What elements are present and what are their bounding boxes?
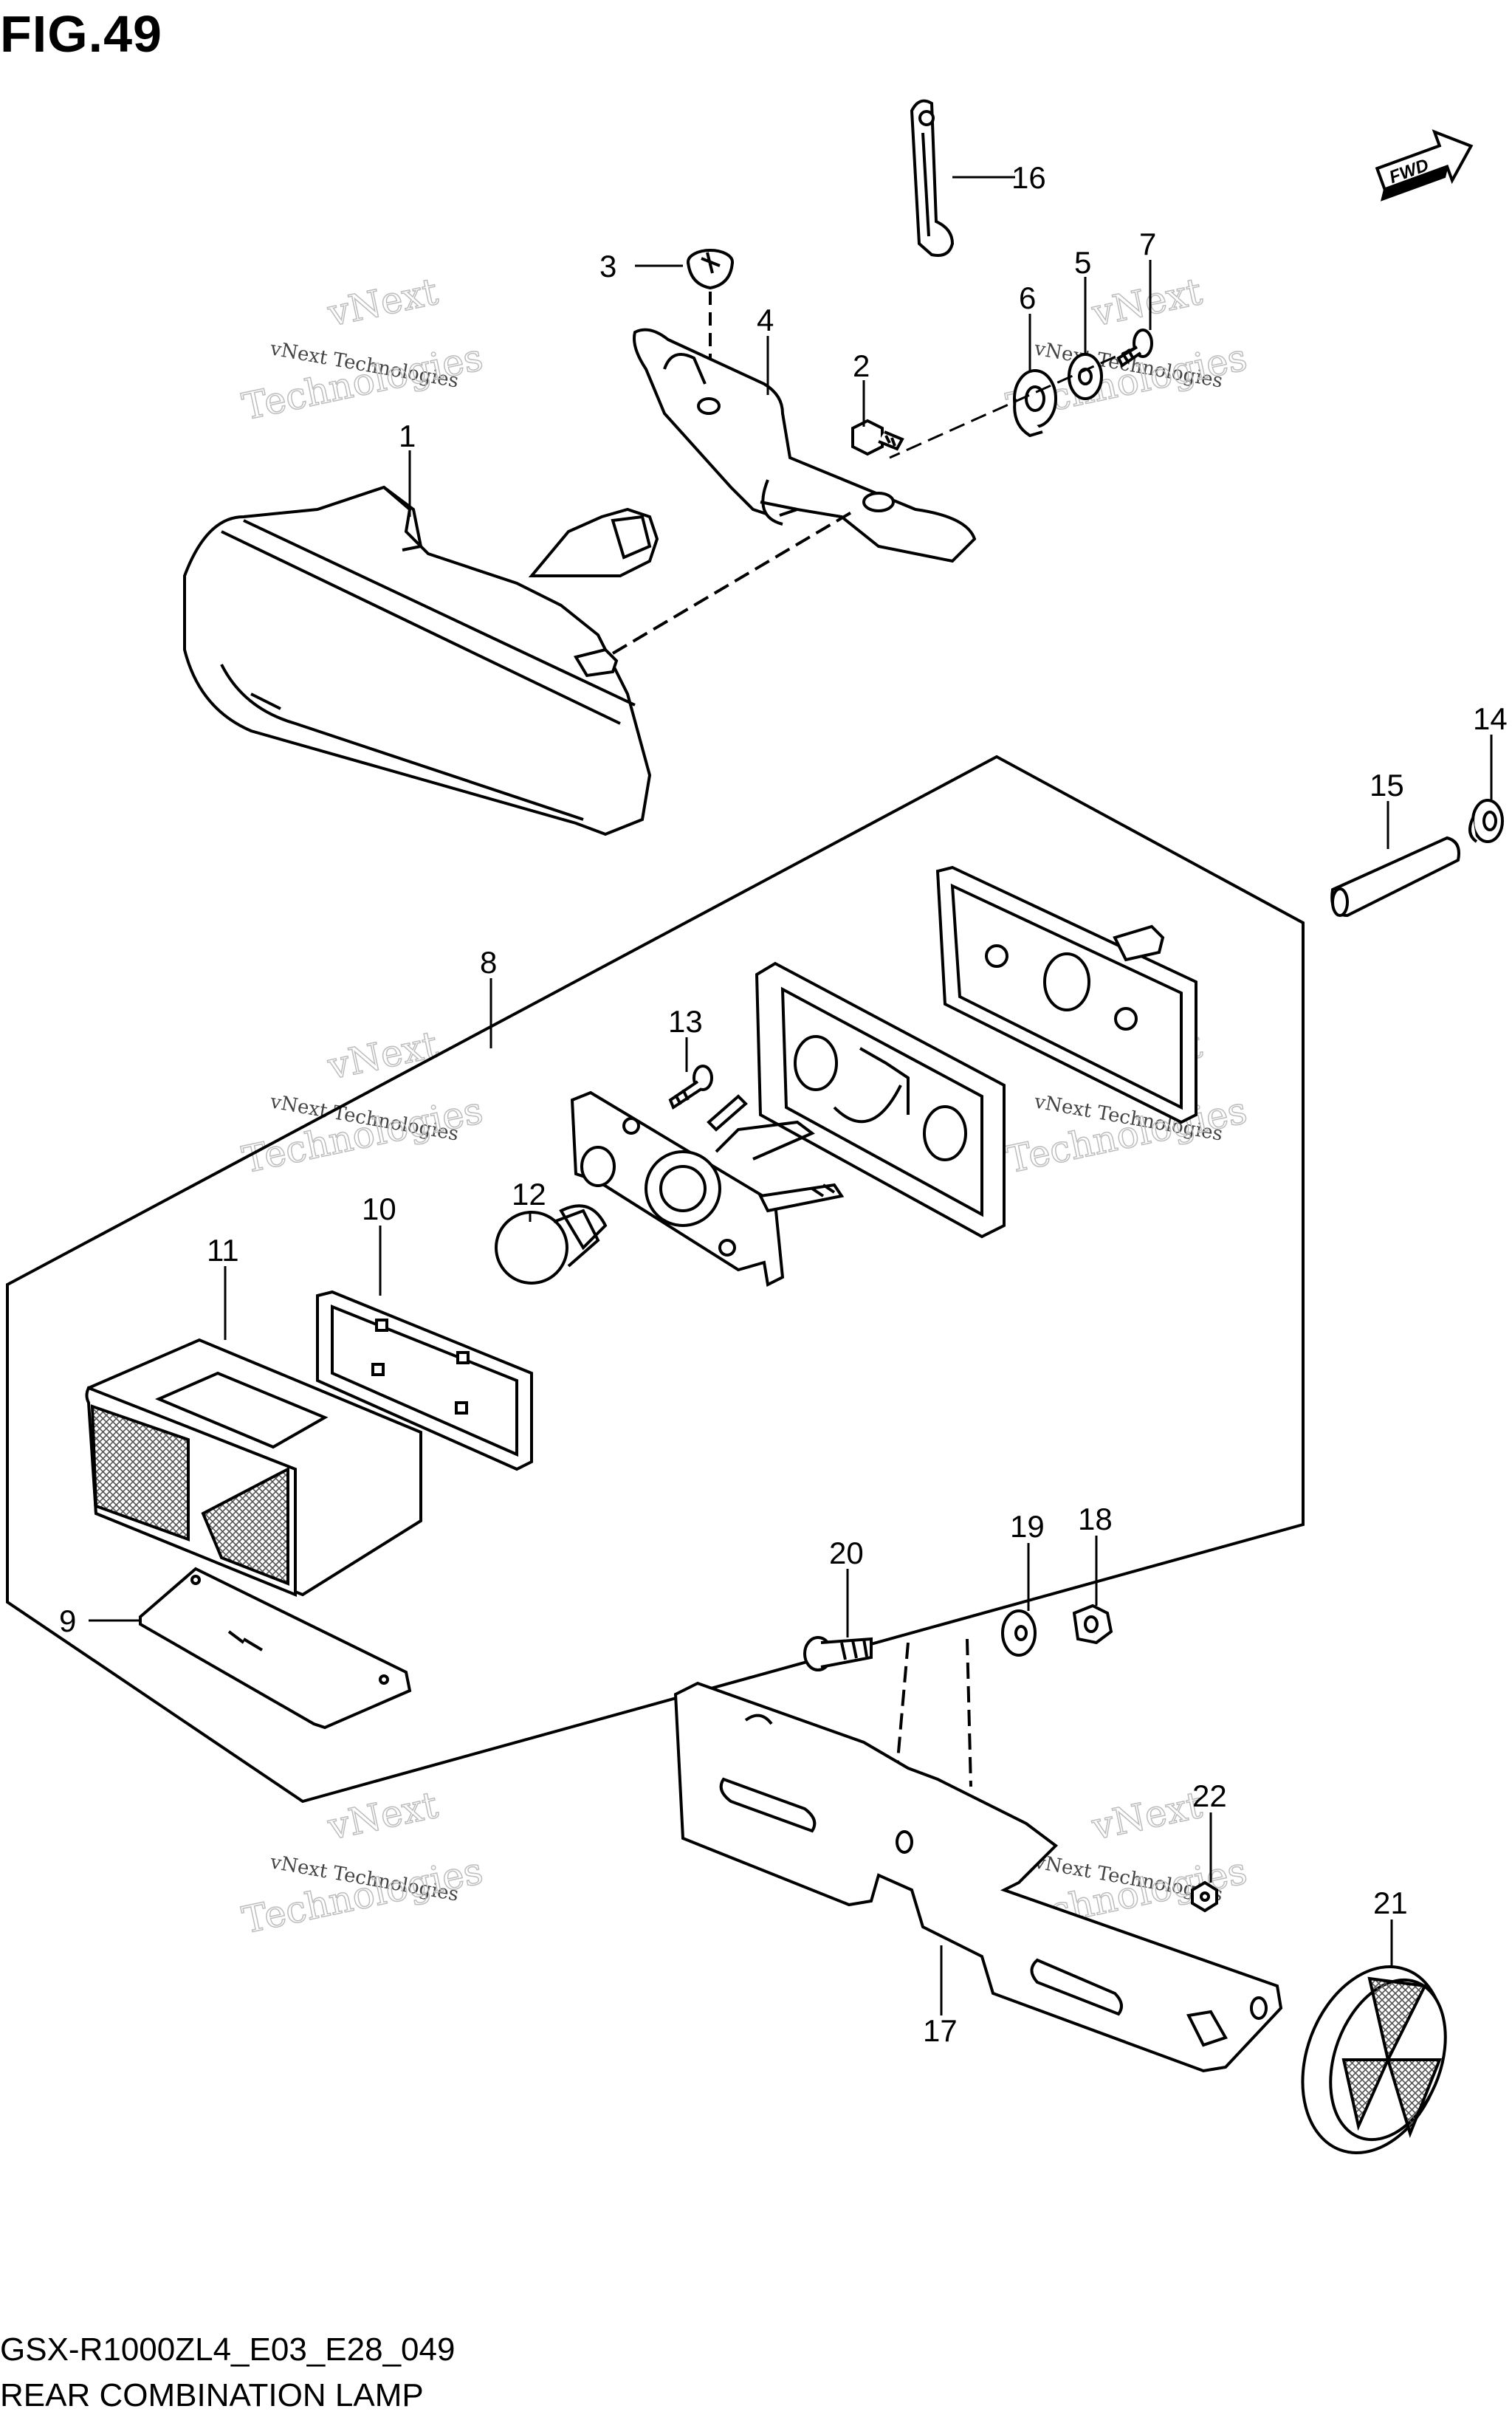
watermark-outline-top: vNext [1087, 1784, 1206, 1849]
callout-20: 20 [829, 1536, 864, 1570]
callout-6: 6 [1019, 281, 1036, 315]
callout-2: 2 [853, 348, 870, 383]
callout-8: 8 [480, 945, 497, 980]
callout-21: 21 [1373, 1886, 1408, 1920]
watermark-outline-top: vNext [323, 270, 441, 335]
lamp-frame-icon [755, 961, 1006, 1239]
callout-12: 12 [512, 1177, 546, 1212]
callout-7: 7 [1139, 227, 1156, 261]
screw-icon [687, 249, 734, 406]
socket-plate-icon [570, 1090, 845, 1287]
clamp-icon [910, 99, 955, 257]
fwd-arrow-icon: FWD [1375, 129, 1474, 202]
cushion-icon [1013, 369, 1057, 438]
nut-icon [1191, 1880, 1218, 1913]
callout-11: 11 [207, 1233, 239, 1268]
spacer-icon [1330, 836, 1460, 918]
bracket-icon [633, 328, 977, 563]
callout-13: 13 [668, 1004, 703, 1039]
figure-name: REAR COMBINATION LAMP [0, 2377, 424, 2413]
callout-3: 3 [599, 249, 616, 283]
washer-icon [1068, 353, 1103, 400]
nut-icon [1072, 1604, 1113, 1645]
callout-16: 16 [1011, 160, 1046, 195]
model-code: GSX-R1000ZL4_E03_E28_049 [0, 2331, 456, 2368]
reflector-bracket-icon [673, 1681, 1283, 2073]
callout-9: 9 [59, 1604, 76, 1638]
callout-14: 14 [1473, 701, 1508, 736]
leader-lines [89, 176, 1493, 2015]
reflector-icon [1301, 1965, 1447, 2154]
lens-back-plate-icon [935, 865, 1197, 1124]
license-lamp-assembly-outline [6, 755, 1305, 1804]
figure-title: FIG.49 [0, 5, 162, 63]
screw-icon [668, 1065, 713, 1110]
callout-4: 4 [757, 303, 774, 337]
tail-lamp-housing-icon [183, 485, 858, 836]
callout-labels: 1 2 3 4 5 6 7 8 9 10 11 12 13 14 15 16 1… [59, 160, 1508, 2048]
lens-icon [85, 1338, 422, 1597]
callout-15: 15 [1370, 768, 1404, 802]
watermark-outline-top: vNext [323, 1023, 441, 1088]
callout-5: 5 [1074, 245, 1091, 280]
callout-18: 18 [1078, 1502, 1113, 1536]
washer-icon [966, 1609, 1037, 1787]
bulb-icon [495, 1204, 608, 1285]
nut-icon [1468, 799, 1504, 843]
watermark-outline-top: vNext [1087, 270, 1206, 335]
lens-plate-icon [139, 1567, 412, 1730]
callout-22: 22 [1192, 1778, 1227, 1813]
callout-19: 19 [1010, 1509, 1045, 1544]
assembly-line [889, 346, 1138, 459]
callout-10: 10 [362, 1192, 396, 1226]
screw-icon [1116, 329, 1153, 368]
callout-1: 1 [399, 419, 416, 453]
watermark-outline-top: vNext [323, 1784, 441, 1849]
bolt-icon [851, 419, 904, 456]
gasket-icon [316, 1290, 533, 1471]
callout-17: 17 [923, 2013, 958, 2048]
